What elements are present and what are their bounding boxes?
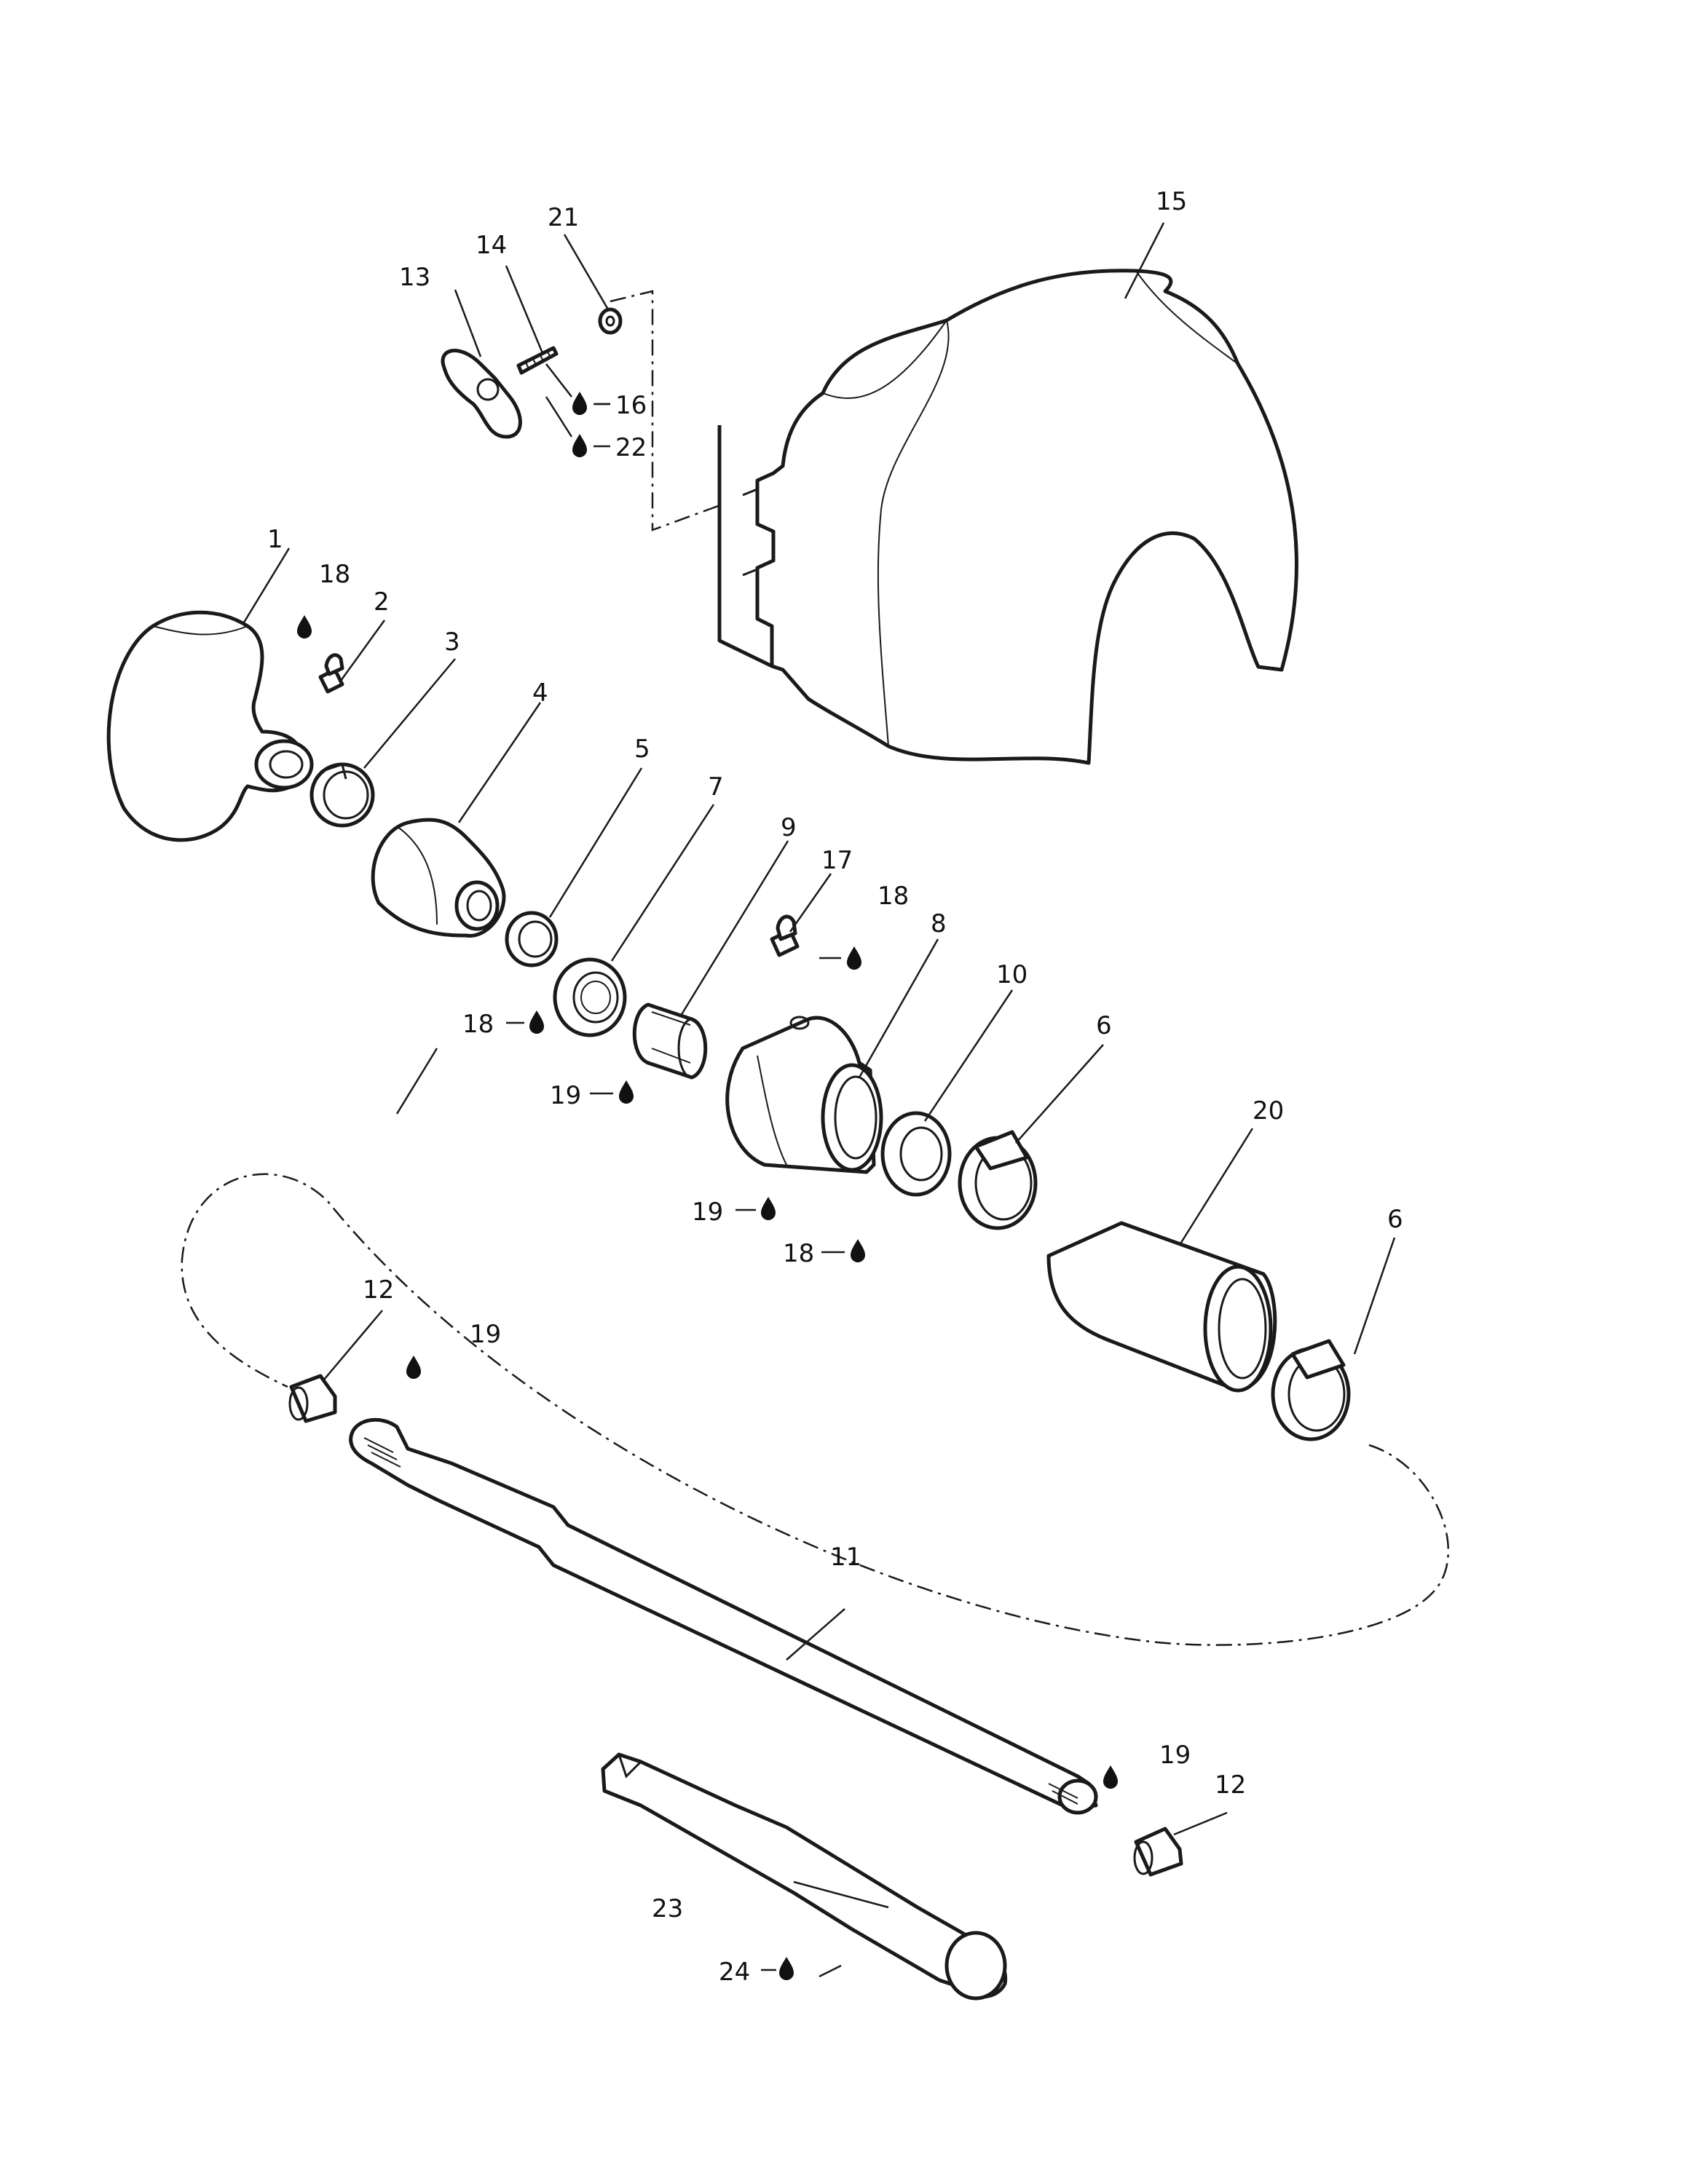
hose-clamp-lower [1271,1339,1351,1441]
callout-14: 14 [476,231,507,260]
callout-19-mid: 19 [692,1198,723,1227]
threaded-stud [516,346,559,375]
callout-1: 1 [267,525,283,554]
callout-18-top: 18 [319,560,350,589]
grease-fitting-upper [318,653,344,694]
lubricant-drop-icon [572,392,587,415]
lubricant-drop-icon [779,1957,794,1980]
boot [371,818,506,938]
callout-5: 5 [634,735,650,764]
lubricant-drop-icon [529,1010,544,1034]
bearing-housing [725,1016,883,1174]
callout-15: 15 [1156,187,1187,216]
clamp-small [309,762,375,828]
callout-20: 20 [1253,1096,1284,1125]
end-plug-upper [288,1374,337,1423]
callout-19-left: 19 [550,1081,581,1110]
lubricant-drop-icon [406,1356,421,1379]
callout-6-lower: 6 [1387,1205,1403,1234]
callout-4: 4 [532,678,548,708]
installation-tool [601,1752,1008,2001]
steering-wheel [106,610,314,842]
assembly-dash-line-shaft [181,1173,1449,1646]
callout-12-lower: 12 [1215,1770,1246,1800]
callout-23: 23 [652,1894,683,1923]
end-plug-lower [1133,1827,1183,1877]
callout-18-left: 18 [462,1010,494,1039]
callout-22: 22 [615,433,647,462]
lubricant-markers [297,392,1118,1980]
callout-11: 11 [830,1543,861,1572]
steering-cover [717,269,1298,765]
callout-3: 3 [444,628,460,657]
callout-10: 10 [996,960,1028,989]
callout-16: 16 [615,391,647,420]
hose-clamp-upper [958,1130,1038,1230]
callout-labels: 1 2 3 4 5 6 6 7 8 9 10 11 12 12 13 14 15… [267,187,1403,1987]
lubricant-drop-icon [297,615,312,638]
callout-17: 17 [821,846,853,875]
callout-6-upper: 6 [1096,1011,1112,1040]
callout-21: 21 [548,203,579,232]
callout-9: 9 [781,813,797,842]
lubricant-drop-icon [572,434,587,457]
rubber-sleeve [1046,1221,1277,1393]
seal-upper [553,957,627,1037]
steering-shaft [349,1417,1098,1815]
assembly-dash-line-cover [610,290,729,531]
callout-19-upper: 19 [470,1320,501,1349]
lubricant-drop-icon [847,946,861,970]
callout-19-lower: 19 [1159,1741,1191,1770]
grease-fitting-lower [770,914,800,957]
callout-7: 7 [708,772,724,802]
needle-bearing [632,1002,708,1080]
lubricant-drop-icon [851,1239,865,1262]
callout-2: 2 [374,587,390,617]
callout-18-right: 18 [877,882,909,911]
clamp-medium [505,911,559,968]
seal-lower [880,1111,952,1197]
callout-18-bottom: 18 [783,1239,814,1268]
callout-8: 8 [931,909,947,938]
wing-nut [441,349,522,439]
lubricant-drop-icon [1103,1765,1118,1789]
callout-12-upper: 12 [363,1275,394,1305]
washer [598,307,623,335]
leader-lines [242,222,1396,1978]
callout-24: 24 [719,1958,750,1987]
lubricant-drop-icon [761,1197,776,1220]
callout-13: 13 [399,263,430,292]
lubricant-drop-icon [619,1080,634,1104]
